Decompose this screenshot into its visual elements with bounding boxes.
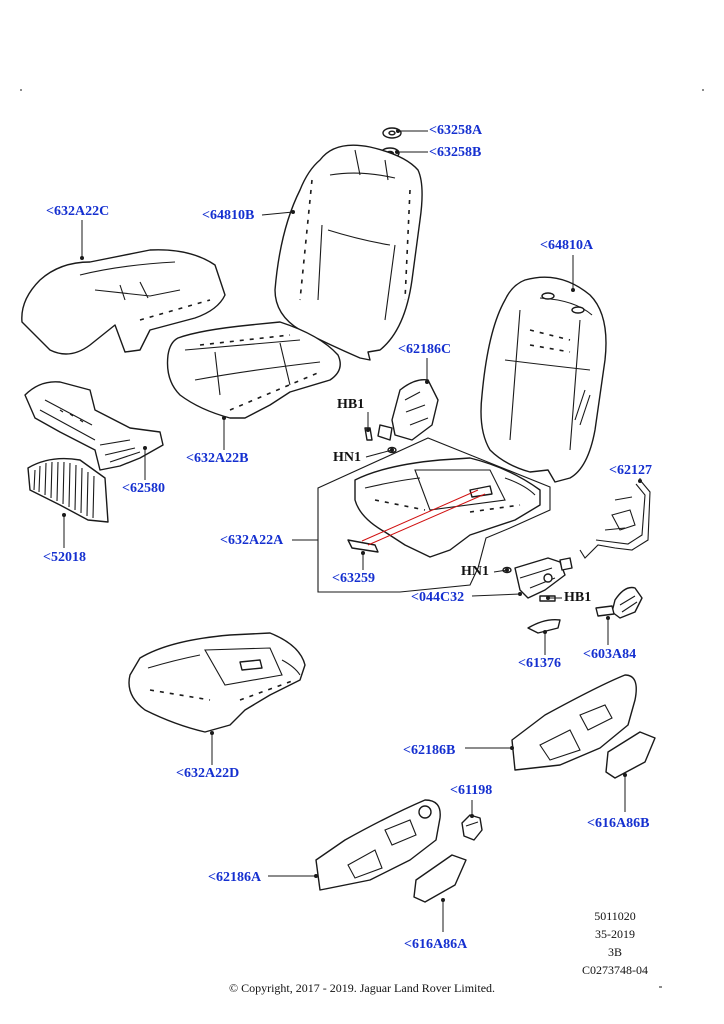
cushion-pad-632A22B <box>166 321 341 419</box>
callout-632A22D[interactable]: <632A22D <box>176 766 240 781</box>
callout-62580[interactable]: <62580 <box>122 481 165 496</box>
reference-line-2: 35-2019 <box>595 927 635 941</box>
reference-line-3: 3B <box>607 945 622 959</box>
callout-62186B[interactable]: <62186B <box>403 743 456 758</box>
cushion-cover-632A22C <box>21 249 226 355</box>
cushion-pad-632A22D <box>128 632 306 733</box>
callout-044C32[interactable]: <044C32 <box>411 590 465 605</box>
callout-632A22C[interactable]: <632A22C <box>46 204 110 219</box>
callout-62127[interactable]: <62127 <box>609 463 652 478</box>
callout-62186C[interactable]: <62186C <box>398 342 452 357</box>
sub-assembly-boundary <box>317 437 551 593</box>
module-044C32 <box>514 557 573 599</box>
callout-63258B[interactable]: <63258B <box>429 145 482 160</box>
knob-61198 <box>461 814 483 841</box>
callout-HB1-upper[interactable]: HB1 <box>337 397 365 412</box>
callout-62186A[interactable]: <62186A <box>208 870 262 885</box>
lever-61376 <box>527 618 561 634</box>
callout-616A86A[interactable]: <616A86A <box>404 937 468 952</box>
trim-616A86A <box>413 854 467 903</box>
side-shield-62186B <box>511 674 637 771</box>
callout-HB1-lower[interactable]: HB1 <box>564 590 592 605</box>
seat-back-cover-64810B <box>274 144 423 361</box>
bracket-62186C <box>377 379 439 441</box>
callout-64810A[interactable]: <64810A <box>540 238 594 253</box>
wire-frame-62127 <box>579 479 651 559</box>
callout-52018[interactable]: <52018 <box>43 550 86 565</box>
heater-mat-62580 <box>24 381 164 471</box>
callout-63259[interactable]: <63259 <box>332 571 375 586</box>
connector-pad-63259 <box>347 489 486 553</box>
callout-616A86B[interactable]: <616A86B <box>587 816 650 831</box>
callout-64810B[interactable]: <64810B <box>202 208 255 223</box>
callout-61198[interactable]: <61198 <box>450 783 493 798</box>
callout-632A22A[interactable]: <632A22A <box>220 533 284 548</box>
callout-HN1-upper[interactable]: HN1 <box>333 450 361 465</box>
copyright-notice: © Copyright, 2017 - 2019. Jaguar Land Ro… <box>228 981 496 995</box>
callout-HN1-lower[interactable]: HN1 <box>461 564 489 579</box>
callout-632A22B[interactable]: <632A22B <box>186 451 249 466</box>
cushion-pad-632A22A <box>354 457 541 558</box>
seat-back-pad-64810A <box>480 276 607 483</box>
callout-63258A[interactable]: <63258A <box>429 123 483 138</box>
reference-line-1: 5011020 <box>594 909 636 923</box>
callout-61376[interactable]: <61376 <box>518 656 561 671</box>
leader-lines <box>62 129 642 932</box>
reference-line-4: C0273748-04 <box>582 963 648 977</box>
side-shield-62186A <box>315 799 441 891</box>
switch-603A84 <box>595 586 643 619</box>
trim-616A86B <box>605 731 656 779</box>
lumbar-pad-52018 <box>27 457 109 523</box>
callout-603A84[interactable]: <603A84 <box>583 647 637 662</box>
